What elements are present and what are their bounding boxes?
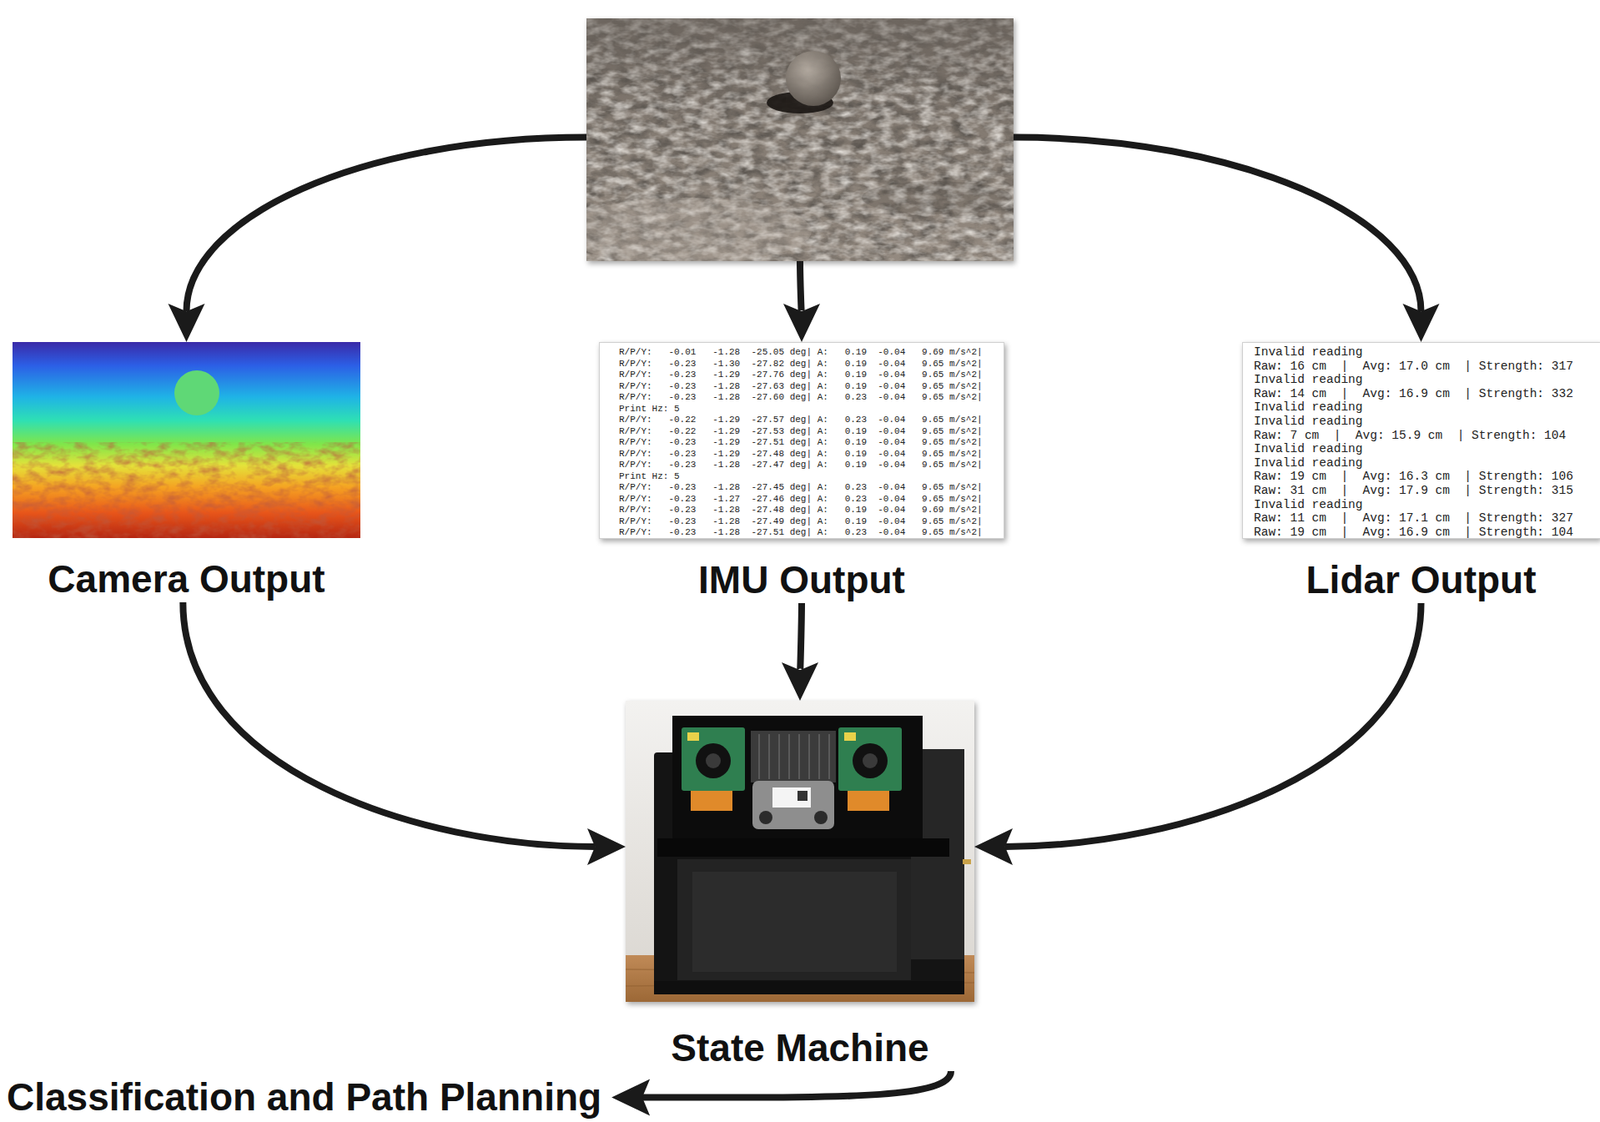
terrain-photo-node <box>586 18 1014 262</box>
lidar-log-line: Invalid reading <box>1253 400 1600 415</box>
imu-log-line: R/P/Y: -0.22 -1.29 -27.53 deg| A: 0.19 -… <box>618 426 1005 438</box>
depth-map <box>12 342 361 539</box>
imu-log-line: R/P/Y: -0.23 -1.28 -27.47 deg| A: 0.19 -… <box>618 459 1005 472</box>
imu-log-line: R/P/Y: -0.23 -1.29 -27.51 deg| A: 0.19 -… <box>618 437 1005 449</box>
imu-log-line: R/P/Y: -0.23 -1.29 -27.76 deg| A: 0.19 -… <box>618 369 1005 382</box>
picture-panel: Invalid readingRaw: 16 cm | Avg: 17.0 cm… <box>1242 342 1600 539</box>
state-machine-node: State Machine <box>625 700 975 1072</box>
flow-arrow <box>611 1071 951 1117</box>
arrow-line <box>186 137 588 312</box>
picture-panel <box>586 18 1014 262</box>
arrow-head <box>611 1079 650 1117</box>
flow-arrow <box>182 602 626 866</box>
flow-arrow <box>168 137 588 343</box>
flow-arrow <box>974 603 1422 866</box>
arrow-line <box>800 261 802 314</box>
arrow-line <box>800 603 802 673</box>
imu-output-node: R/P/Y: -0.01 -1.28 -25.05 deg| A: 0.19 -… <box>598 342 1005 604</box>
imu-log-line: R/P/Y: -0.01 -1.28 -25.05 deg| A: 0.19 -… <box>618 347 1005 359</box>
imu-log-line: R/P/Y: -0.23 -1.28 -27.48 deg| A: 0.19 -… <box>618 504 1005 517</box>
imu-log-line: R/P/Y: -0.23 -1.29 -27.48 deg| A: 0.19 -… <box>618 448 1005 461</box>
arrow-head <box>587 828 626 866</box>
lidar-log-line: Invalid reading <box>1253 498 1600 513</box>
picture-panel <box>625 700 975 1002</box>
lidar-output-node: Invalid readingRaw: 16 cm | Avg: 17.0 cm… <box>1242 342 1600 604</box>
terrain-photo <box>586 18 1014 262</box>
imu-log-line: R/P/Y: -0.23 -1.28 -27.60 deg| A: 0.23 -… <box>618 392 1005 404</box>
arrow-head <box>168 303 206 343</box>
imu-log-line: R/P/Y: -0.23 -1.27 -27.46 deg| A: 0.23 -… <box>618 493 1005 506</box>
lidar-log-line: Raw: 11 cm | Avg: 17.1 cm | Strength: 32… <box>1253 511 1600 526</box>
imu-log-line: R/P/Y: -0.22 -1.29 -27.57 deg| A: 0.23 -… <box>618 414 1005 427</box>
lidar-log-line: Raw: 31 cm | Avg: 17.9 cm | Strength: 31… <box>1253 483 1600 499</box>
output-heading: IMU Output <box>598 557 1005 604</box>
flow-arrow <box>781 603 819 701</box>
lidar-log-line: Invalid reading <box>1253 372 1600 388</box>
imu-log-line: R/P/Y: -0.23 -1.28 -27.51 deg| A: 0.23 -… <box>618 527 1005 539</box>
output-heading: Lidar Output <box>1242 557 1600 604</box>
lidar-log-line: Invalid reading <box>1253 456 1600 471</box>
lidar-log-line: Raw: 7 cm | Avg: 15.9 cm | Strength: 104 <box>1253 428 1600 443</box>
lidar-log-line: Raw: 19 cm | Avg: 16.3 cm | Strength: 10… <box>1253 469 1600 484</box>
classification-node: Classification and Path Planning <box>6 1074 602 1121</box>
picture-panel: R/P/Y: -0.01 -1.28 -25.05 deg| A: 0.19 -… <box>598 342 1005 539</box>
imu-log-line: R/P/Y: -0.23 -1.28 -27.49 deg| A: 0.19 -… <box>618 516 1005 529</box>
arrow-line <box>1005 603 1422 847</box>
picture-panel <box>12 342 361 539</box>
sensor-rig-photo <box>625 700 975 1002</box>
output-heading: Camera Output <box>12 556 361 603</box>
arrow-line <box>182 602 595 847</box>
lidar-log-line: Invalid reading <box>1253 345 1600 360</box>
lidar-log-line: Raw: 16 cm | Avg: 17.0 cm | Strength: 31… <box>1253 359 1600 374</box>
flow-arrow <box>1013 137 1440 343</box>
arrow-head <box>974 828 1013 866</box>
arrow-line <box>1013 137 1422 312</box>
imu-log-line: R/P/Y: -0.23 -1.28 -27.45 deg| A: 0.23 -… <box>618 482 1005 494</box>
arrow-line <box>642 1071 951 1098</box>
lidar-log-line: Raw: 14 cm | Avg: 16.9 cm | Strength: 33… <box>1253 387 1600 402</box>
arrow-head <box>781 662 819 701</box>
lidar-log-line: Invalid reading <box>1253 414 1600 429</box>
imu-log-line: R/P/Y: -0.23 -1.30 -27.82 deg| A: 0.19 -… <box>618 358 1005 371</box>
output-heading: Classification and Path Planning <box>6 1074 602 1121</box>
imu-log-line: R/P/Y: -0.23 -1.28 -27.63 deg| A: 0.19 -… <box>618 381 1005 393</box>
flow-arrow <box>783 261 821 343</box>
lidar-log-line: Invalid reading <box>1253 442 1600 457</box>
output-heading: State Machine <box>625 1025 975 1072</box>
imu-log-line: Print Hz: 5 <box>618 471 1005 484</box>
arrow-head <box>783 303 821 343</box>
imu-log-line: Print Hz: 5 <box>618 403 1005 416</box>
lidar-log-line: Raw: 19 cm | Avg: 16.9 cm | Strength: 10… <box>1253 525 1600 540</box>
camera-output-node: Camera Output <box>12 342 361 603</box>
arrow-head <box>1403 303 1440 343</box>
